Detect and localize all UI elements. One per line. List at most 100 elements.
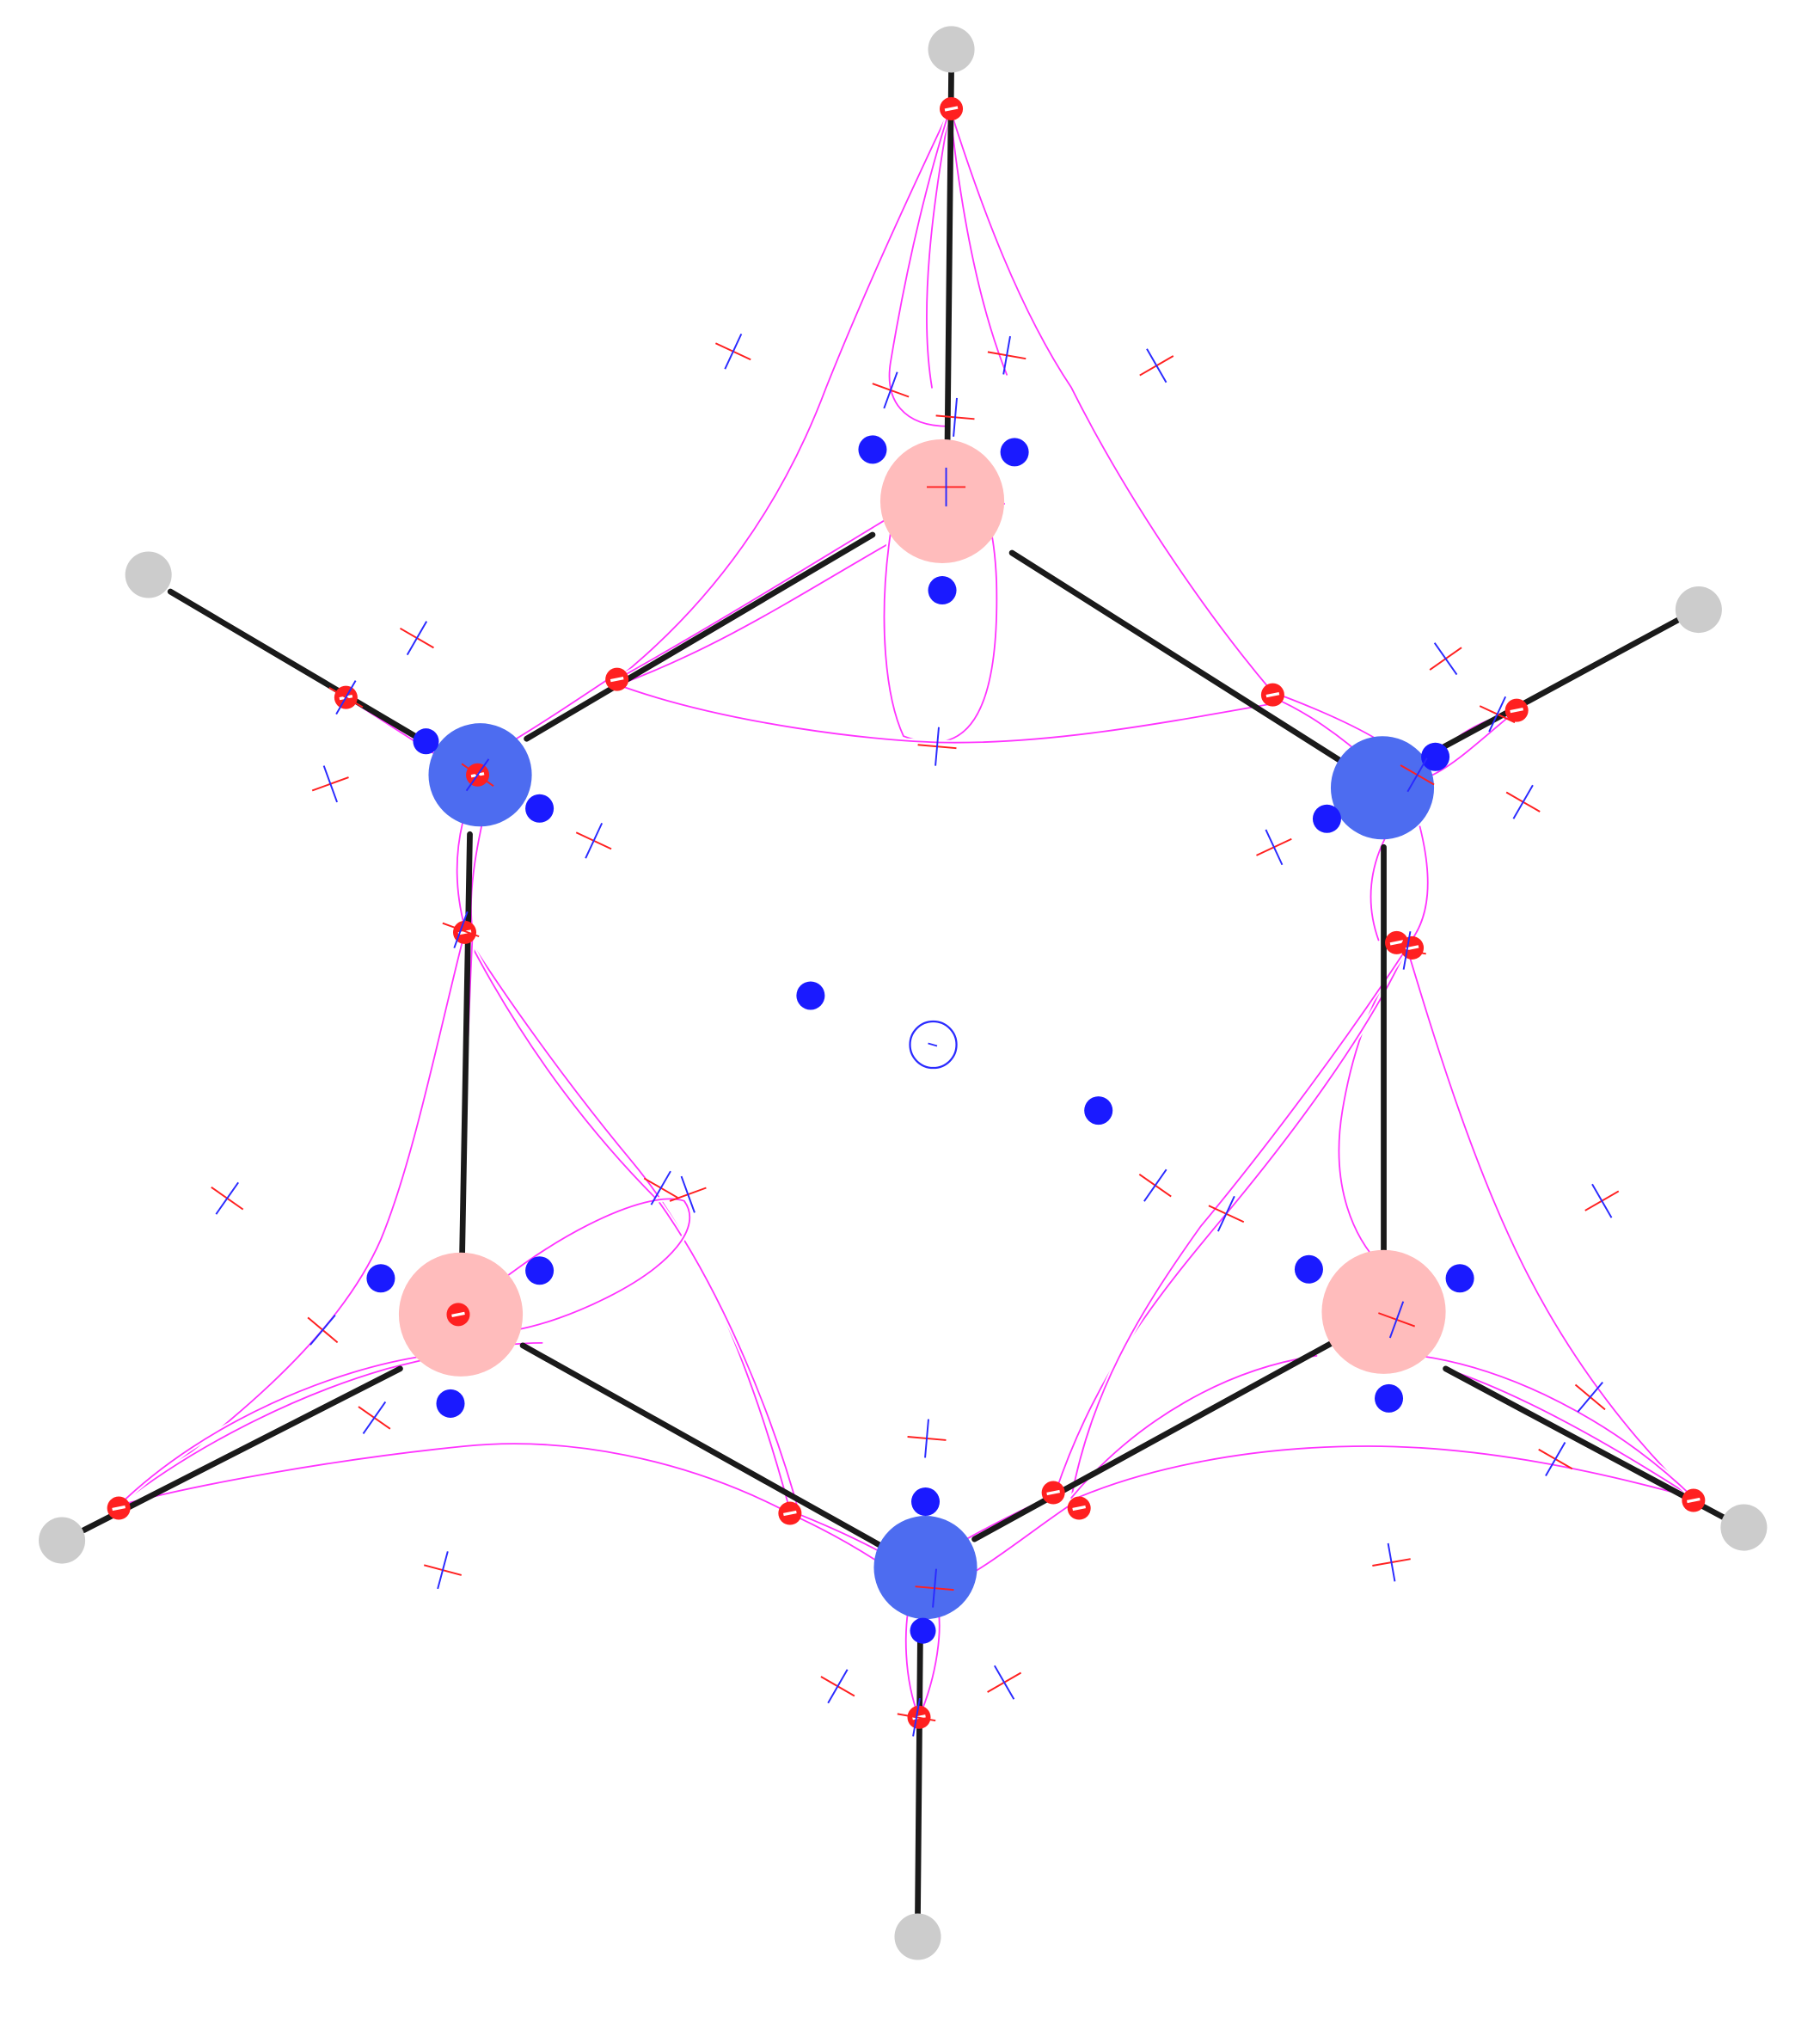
cross-marker-30 bbox=[915, 1568, 954, 1608]
attractor-dot-15 bbox=[910, 1617, 936, 1644]
hydrogen-atom-2 bbox=[125, 551, 172, 598]
bond-path-20 bbox=[118, 1443, 786, 1512]
cross-marker-2 bbox=[1139, 348, 1174, 383]
cross-marker-blue-arm-1 bbox=[724, 333, 743, 370]
cross-marker-blue-arm-33 bbox=[465, 758, 490, 792]
cross-marker-18 bbox=[872, 371, 910, 409]
cross-marker-blue-arm-17 bbox=[1002, 335, 1011, 375]
bond-path-29 bbox=[1370, 825, 1393, 941]
attractor-dot-1 bbox=[858, 435, 887, 464]
cross-marker-blue-arm-25 bbox=[309, 1314, 336, 1346]
bond-path-1 bbox=[616, 107, 951, 681]
bond-path-9 bbox=[616, 684, 1272, 744]
bond-path-22 bbox=[457, 1198, 691, 1334]
bond-path-30 bbox=[1408, 825, 1429, 944]
bond-line-7 bbox=[944, 68, 954, 448]
cross-marker-blue-arm-23 bbox=[1545, 1441, 1566, 1476]
bond-line-5 bbox=[971, 1340, 1335, 1542]
cross-marker-blue-arm-13 bbox=[827, 1669, 849, 1704]
bond-critical-point-dash-2 bbox=[610, 677, 624, 683]
cross-marker-14 bbox=[987, 1665, 1022, 1700]
bond-path-27 bbox=[1070, 947, 1408, 1499]
cross-marker-24 bbox=[358, 1401, 391, 1434]
attractor-dot-5 bbox=[413, 728, 439, 755]
bond-critical-point-dash-15 bbox=[451, 1311, 465, 1317]
bond-line-11 bbox=[167, 588, 423, 742]
cross-markers-layer bbox=[211, 333, 1620, 1737]
cross-marker-25 bbox=[307, 1314, 339, 1346]
bond-critical-point-dash-10 bbox=[783, 1510, 797, 1517]
cross-marker-26 bbox=[1138, 1168, 1172, 1202]
cross-marker-blue-arm-11 bbox=[437, 1551, 449, 1590]
bond-path-halo-9 bbox=[614, 682, 1274, 745]
hydrogen-atom-3 bbox=[1675, 586, 1722, 634]
cross-marker-blue-arm-28 bbox=[650, 1170, 671, 1205]
atom-Bbot bbox=[873, 1516, 977, 1620]
attractor-dot-6 bbox=[1421, 742, 1450, 771]
cross-marker-blue-arm-10 bbox=[1591, 1183, 1613, 1218]
bond-critical-point-dash-5 bbox=[1510, 708, 1523, 714]
attractor-dot-9 bbox=[525, 1256, 555, 1285]
bond-path-5 bbox=[888, 107, 951, 427]
bond-path-halo-27 bbox=[1069, 945, 1410, 1501]
cross-marker-blue-arm-2 bbox=[1146, 348, 1167, 383]
cross-marker-5 bbox=[575, 822, 612, 859]
cross-marker-blue-arm-22 bbox=[1577, 1382, 1603, 1413]
attractor-dot-4 bbox=[525, 794, 555, 823]
attractor-dot-8 bbox=[366, 1264, 395, 1293]
bond-path-7 bbox=[618, 542, 892, 686]
attractor-dot-10 bbox=[436, 1389, 465, 1418]
attractor-dot-17 bbox=[1084, 1096, 1113, 1125]
bond-line-9 bbox=[1443, 1365, 1726, 1520]
cross-marker-27 bbox=[1208, 1195, 1245, 1232]
cross-marker-blue-arm-14 bbox=[993, 1665, 1015, 1700]
bond-critical-point-dash-11 bbox=[1046, 1489, 1060, 1496]
ring-critical-marker bbox=[909, 1020, 958, 1070]
cross-marker-17 bbox=[987, 335, 1026, 375]
bond-path-17 bbox=[463, 931, 801, 1518]
bond-path-16 bbox=[463, 931, 791, 1512]
cross-marker-9 bbox=[211, 1181, 244, 1215]
bond-line-4 bbox=[459, 831, 473, 1261]
attractor-dot-13 bbox=[1375, 1383, 1404, 1413]
bond-path-15 bbox=[118, 931, 466, 1506]
bond-line-1 bbox=[1008, 549, 1345, 765]
cross-marker-20 bbox=[917, 727, 957, 766]
cross-marker-blue-arm-9 bbox=[215, 1181, 239, 1215]
cross-marker-blue-arm-37 bbox=[1402, 931, 1412, 970]
attractor-dot-7 bbox=[1312, 804, 1341, 833]
cross-marker-blue-arm-15 bbox=[924, 1419, 929, 1458]
cross-marker-blue-arm-35 bbox=[1488, 696, 1507, 733]
bond-line-6 bbox=[519, 1342, 886, 1550]
cross-marker-3 bbox=[399, 621, 434, 656]
cross-marker-37 bbox=[1388, 931, 1426, 970]
cross-marker-16 bbox=[927, 467, 966, 506]
cross-marker-blue-arm-18 bbox=[883, 371, 898, 409]
cross-marker-blue-arm-7 bbox=[1512, 784, 1534, 819]
ring-critical-marker-tick bbox=[928, 1042, 938, 1047]
bond-path-halo-30 bbox=[1406, 824, 1431, 946]
bond-line-2 bbox=[524, 531, 876, 742]
cross-marker-10 bbox=[1584, 1183, 1620, 1218]
attractor-dot-16 bbox=[796, 981, 825, 1010]
cross-marker-blue-arm-4 bbox=[322, 765, 338, 803]
cross-marker-blue-arm-19 bbox=[953, 397, 958, 437]
cross-marker-12 bbox=[1372, 1542, 1411, 1582]
cross-marker-36 bbox=[442, 911, 480, 948]
hydrogen-atom-4 bbox=[39, 1517, 86, 1564]
bond-path-10 bbox=[509, 671, 621, 744]
critical-points-layer bbox=[107, 96, 1706, 1729]
cross-marker-blue-arm-8 bbox=[1265, 829, 1284, 866]
cross-marker-28 bbox=[643, 1170, 678, 1205]
cross-marker-blue-arm-27 bbox=[1216, 1195, 1235, 1232]
bond-path-halo-20 bbox=[116, 1441, 787, 1514]
bond-critical-point-dash-7 bbox=[1389, 940, 1404, 946]
bond-line-10 bbox=[915, 1623, 923, 1918]
bond-line-12 bbox=[81, 1365, 403, 1533]
attractor-dot-2 bbox=[1000, 438, 1029, 467]
atom-Ptop bbox=[879, 439, 1005, 564]
bond-line-8 bbox=[1427, 616, 1682, 757]
hydrogen-atom-5 bbox=[1720, 1504, 1768, 1551]
